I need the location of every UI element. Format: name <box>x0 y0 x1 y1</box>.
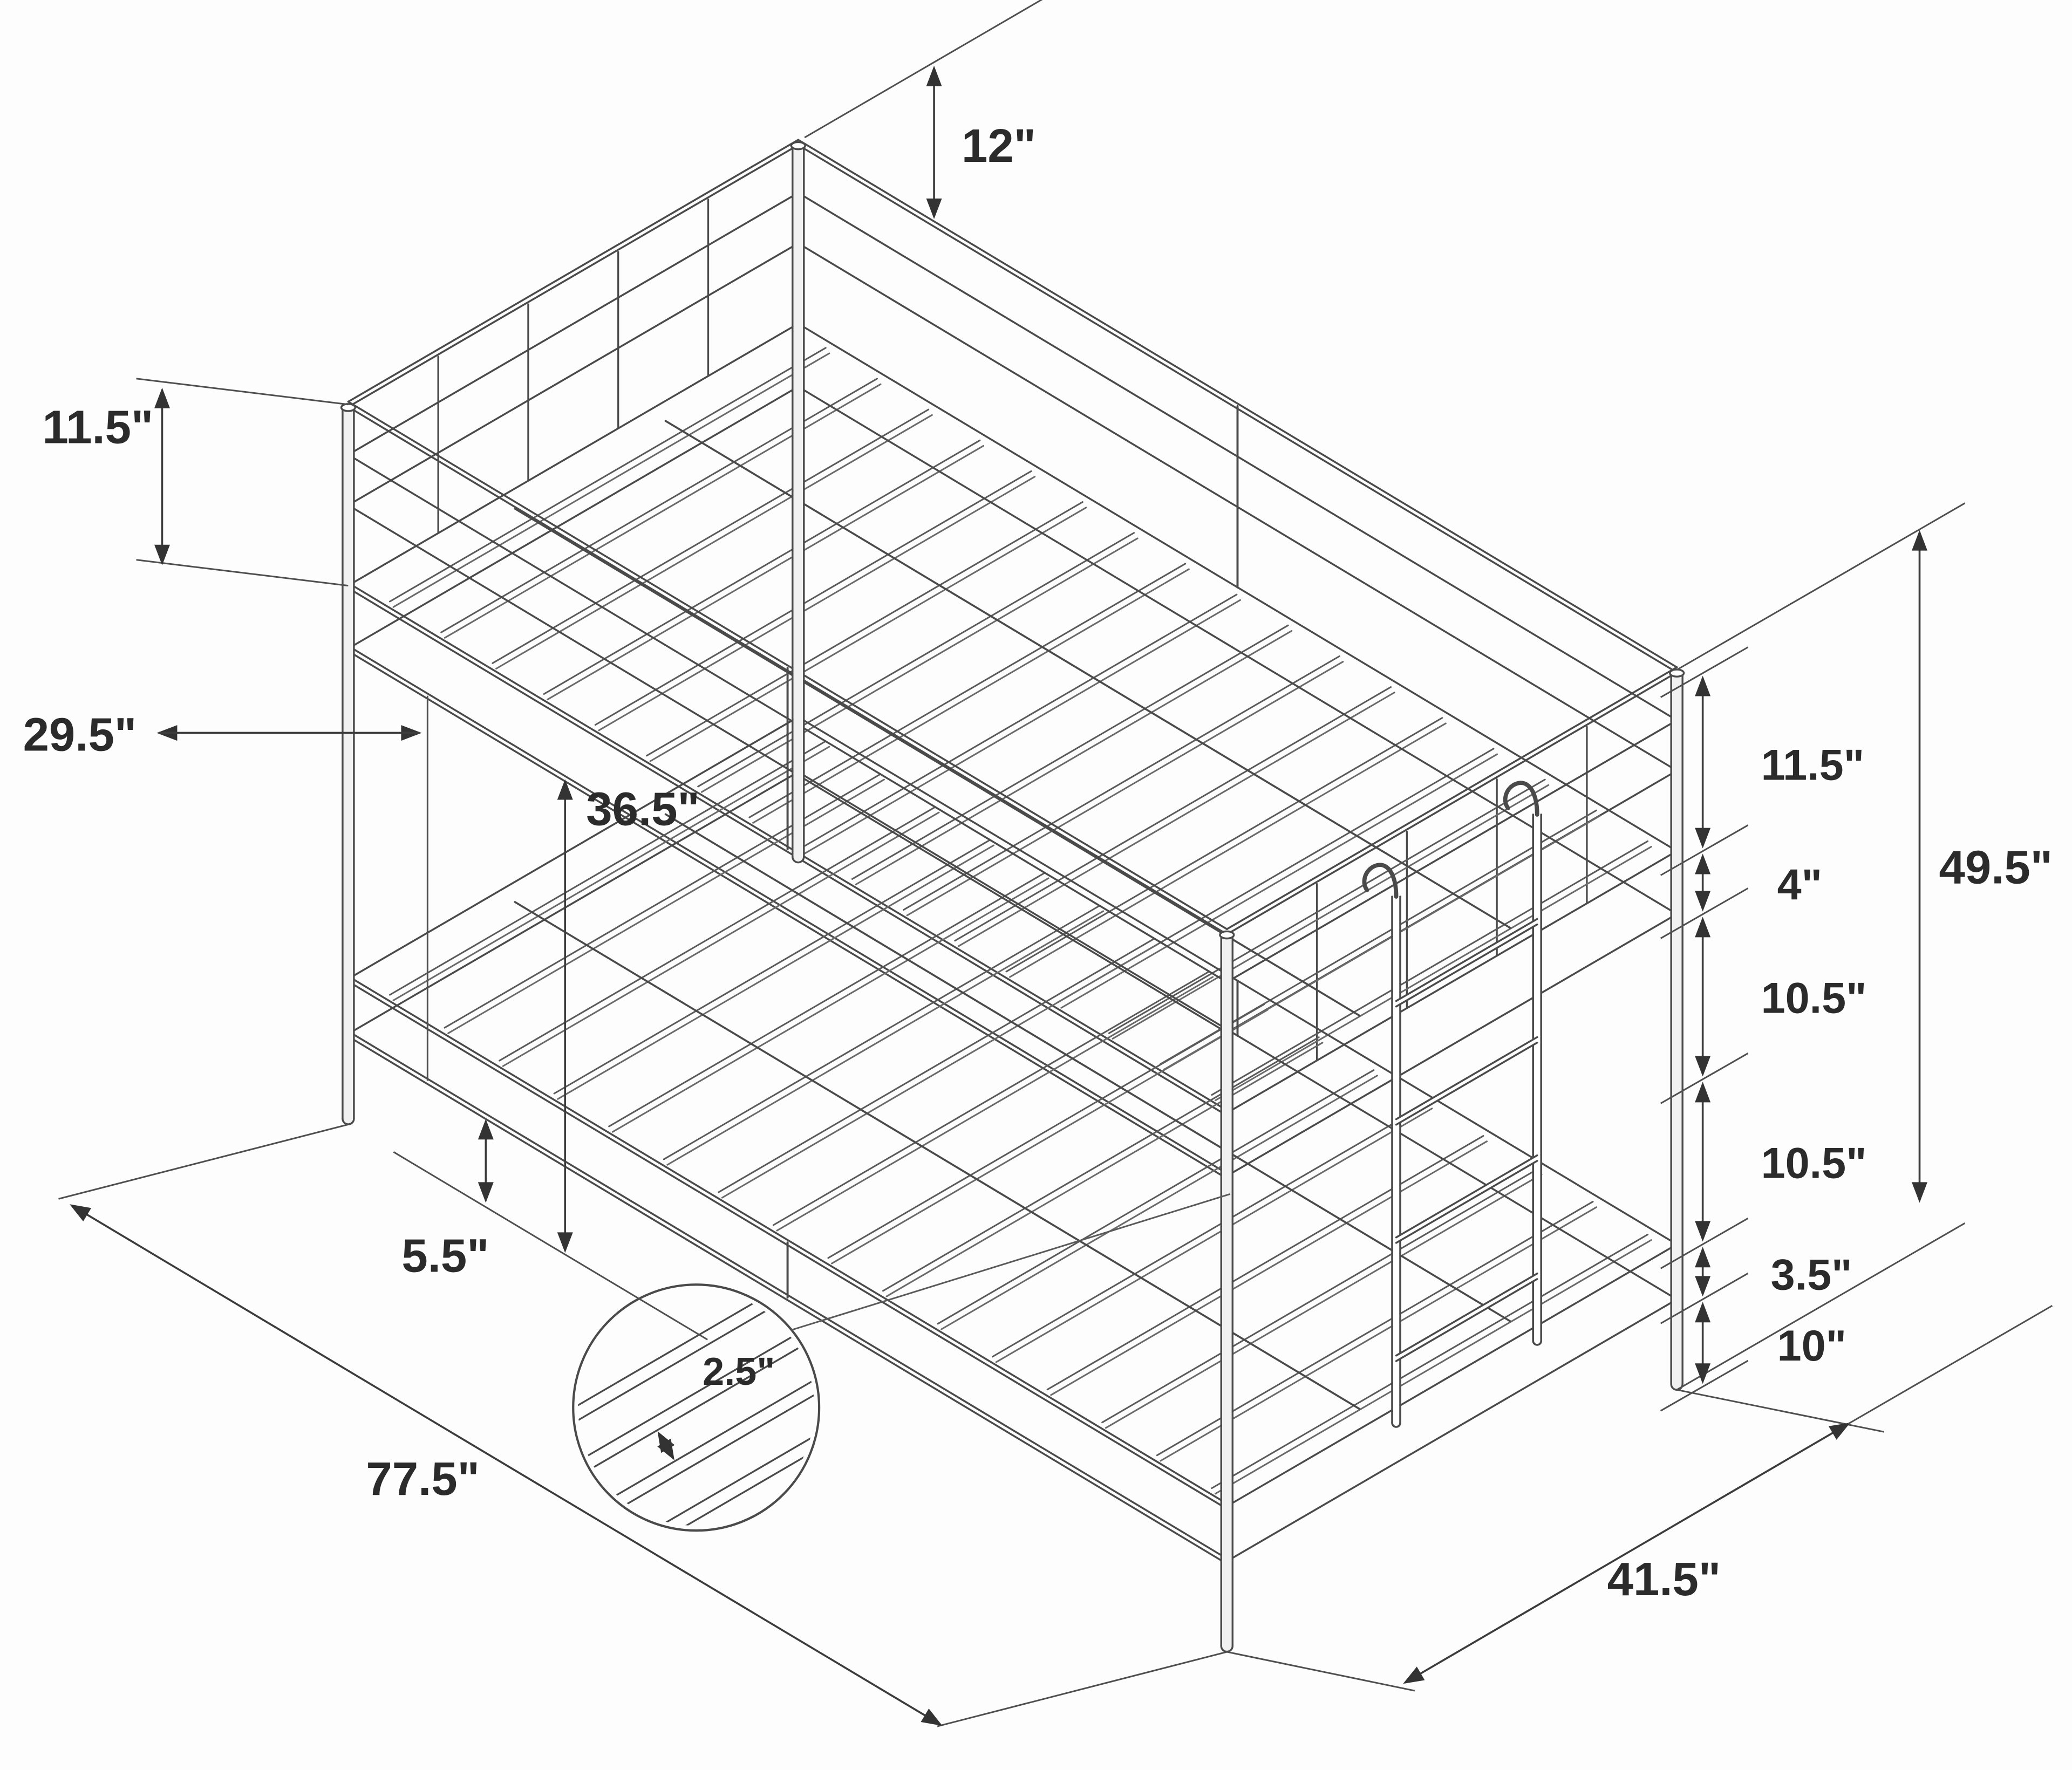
dim-label-bunk-clearance: 29.5" <box>23 709 137 761</box>
dim-label-stack-4: 4" <box>1777 860 1822 909</box>
dim-label-lower-rail-height: 5.5" <box>401 1229 489 1282</box>
dim-label-stack-10-5a: 10.5" <box>1761 974 1867 1022</box>
dim-label-stack-3-5: 3.5" <box>1771 1250 1852 1299</box>
dim-label-head-guard-to-deck: 11.5" <box>43 401 154 454</box>
dim-label-guard-rail-height: 12" <box>962 120 1036 172</box>
dim-label-stack-11-5: 11.5" <box>1761 741 1865 790</box>
dim-label-bed-length: 77.5" <box>366 1453 480 1505</box>
dim-label-bed-width: 41.5" <box>1607 1553 1721 1605</box>
bunk-bed-wireframe <box>340 139 1685 1653</box>
dim-label-stack-10-5b: 10.5" <box>1761 1139 1867 1187</box>
dim-label-overall-height: 49.5" <box>1939 842 2053 894</box>
dimension-labels: 12" 11.5" 29.5" 36.5" 5.5" 77.5" 41.5" 4… <box>23 120 2053 1605</box>
dim-label-floor-to-upper-deck: 36.5" <box>586 783 700 836</box>
dim-label-slat-spacing: 2.5" <box>703 1350 775 1393</box>
dim-label-stack-10: 10" <box>1777 1322 1846 1370</box>
dimension-lines <box>58 0 2053 1727</box>
